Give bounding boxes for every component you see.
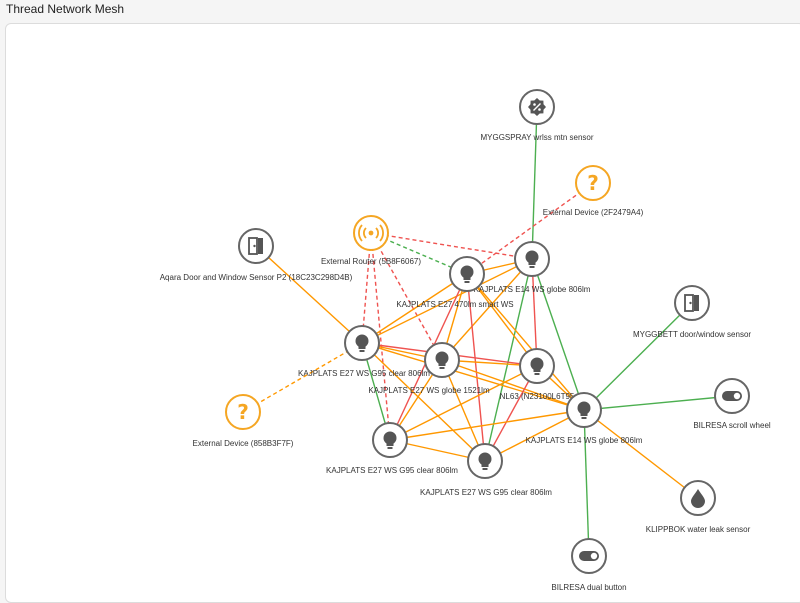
mesh-link-myggspray-e14a [531,106,538,260]
svg-text:?: ? [587,171,599,195]
mesh-link-e14b-klippbok [583,409,699,499]
node-label: BILRESA scroll wheel [693,421,771,430]
mesh-link-e27g95a-e27g95c [361,342,486,462]
node-label: External Router (5B8F6067) [321,257,421,266]
node-circle[interactable] [575,165,611,201]
node-label: NL63 (N23100L6T95 [500,392,575,401]
mesh-node-bilresadual[interactable]: BILRESA dual button [551,538,627,592]
mesh-node-e14b[interactable]: KAJPLATS E14 WS globe 806lm [526,392,643,445]
mesh-link-e27g1521-e14b [441,359,585,411]
mesh-link-e14b-e27g95c [484,409,585,462]
node-label: KAJPLATS E27 470lm smart WS [396,300,513,309]
svg-text:?: ? [237,400,249,424]
bulb-icon [577,401,591,419]
node-label: MYGGBETT door/window sensor [633,330,751,339]
mesh-link-extrouter-e27g95a [361,232,372,344]
mesh-link-e27smart-e14b [466,273,585,411]
node-circle[interactable] [674,285,710,321]
door-sensor-icon [248,237,263,255]
mesh-node-aqara[interactable]: Aqara Door and Window Sensor P2 (18C23C2… [160,228,353,282]
mesh-link-e27g95a-e14b [361,342,585,411]
mesh-node-e27g95b[interactable]: KAJPLATS E27 WS G95 clear 806lm [326,422,458,475]
mesh-node-bilresascroll[interactable]: BILRESA scroll wheel [693,378,771,430]
node-label: KLIPPBOK water leak sensor [646,525,751,534]
mesh-node-e27smart[interactable]: KAJPLATS E27 470lm smart WS [396,256,514,309]
mesh-link-e14a-e27g95c [484,258,533,462]
bulb-icon [525,250,539,268]
mesh-link-nl63-e27g95b [389,365,538,441]
node-label: MYGGSPRAY wrlss mtn sensor [480,133,593,142]
mesh-link-e27smart-e27g95a [361,273,468,344]
mesh-node-ext2f[interactable]: ? External Device (2F2479A4) [543,165,644,217]
mesh-node-nl63[interactable]: NL63 (N23100L6T95 [500,348,575,401]
mesh-link-e14b-bilresadual [583,409,590,557]
mesh-node-e27g95a[interactable]: KAJPLATS E27 WS G95 clear 806lm [298,325,430,378]
mesh-node-ext858[interactable]: ? External Device (858B3F7F) [193,394,294,448]
mesh-node-myggbett[interactable]: MYGGBETT door/window sensor [633,285,751,339]
mesh-node-myggspray[interactable]: MYGGSPRAY wrlss mtn sensor [480,89,594,142]
mesh-link-e27g1521-e27g95c [441,359,486,462]
toggle-icon [722,391,742,401]
mesh-node-klippbok[interactable]: KLIPPBOK water leak sensor [646,480,751,534]
node-circle[interactable] [225,394,261,430]
bulb-icon [435,351,449,369]
mesh-link-extrouter-e27g1521 [370,232,443,361]
water-drop-icon [691,489,705,508]
nodes-layer: MYGGSPRAY wrlss mtn sensor? External Devi… [160,89,771,592]
mesh-link-myggbett-e14b [583,302,693,411]
mesh-link-ext2f-e27smart [466,182,594,275]
mesh-link-e14a-e27g1521 [441,258,533,361]
motion-sensor-icon [528,98,546,116]
mesh-link-extrouter-e14a [370,232,533,260]
bulb-icon [530,357,544,375]
bulb-icon [478,452,492,470]
mesh-link-e27smart-e27g95c [466,273,486,462]
router-icon [358,224,384,242]
title-bar: Thread Network Mesh [0,0,800,22]
mesh-link-ext858-e27g95a [242,342,363,413]
node-label: External Device (2F2479A4) [543,208,644,217]
mesh-node-e27g1521[interactable]: KAJPLATS E27 WS globe 1521lm [368,342,490,395]
question-icon: ? [587,171,599,195]
mesh-link-bilresascroll-e14b [583,395,733,411]
node-label: KAJPLATS E27 WS G95 clear 806lm [298,369,430,378]
node-label: KAJPLATS E14 WS globe 806lm [526,436,643,445]
bulb-icon [355,334,369,352]
mesh-link-aqara-e27g95a [255,245,363,344]
node-label: KAJPLATS E27 WS G95 clear 806lm [326,466,458,475]
node-label: KAJPLATS E27 WS G95 clear 806lm [420,488,552,497]
mesh-link-e14b-e27g95b [389,409,585,441]
node-label: External Device (858B3F7F) [193,439,294,448]
node-label: Aqara Door and Window Sensor P2 (18C23C2… [160,273,353,282]
node-label: KAJPLATS E14 WS globe 806lm [474,285,591,294]
mesh-link-e14a-e27g95a [361,258,533,344]
mesh-link-nl63-e27g95c [484,365,538,462]
bulb-icon [383,431,397,449]
door-sensor-icon [684,294,699,312]
toggle-icon [579,551,599,561]
mesh-link-e27smart-nl63 [466,273,538,367]
question-icon: ? [237,400,249,424]
node-circle[interactable] [238,228,274,264]
mesh-node-e27g95c[interactable]: KAJPLATS E27 WS G95 clear 806lm [420,443,552,497]
bulb-icon [460,265,474,283]
node-label: BILRESA dual button [551,583,626,592]
mesh-node-extrouter[interactable]: External Router (5B8F6067) [321,215,421,266]
mesh-link-e14a-e14b [531,258,585,411]
node-label: KAJPLATS E27 WS globe 1521lm [368,386,490,395]
mesh-node-e14a[interactable]: KAJPLATS E14 WS globe 806lm [474,241,591,294]
page-title: Thread Network Mesh [6,2,125,16]
